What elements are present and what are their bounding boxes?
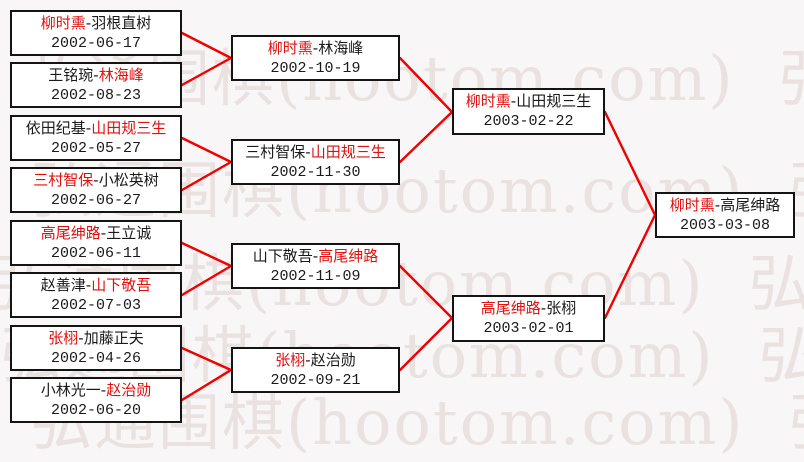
vs-separator: -	[540, 299, 547, 317]
vs-separator: -	[85, 276, 92, 294]
player-name: 柳时熏	[465, 92, 511, 110]
player-name: 王立诚	[106, 224, 152, 242]
player-name: 三村智保	[33, 171, 94, 189]
match-box-qf-1: 柳时熏-林海峰 2002-10-19	[231, 35, 400, 81]
vs-separator: -	[312, 39, 319, 57]
vs-separator: -	[714, 196, 721, 214]
match-date: 2002-08-23	[50, 87, 141, 104]
match-date: 2003-02-22	[483, 113, 574, 130]
player-name: 山田规三生	[516, 92, 592, 110]
match-box-r16-1: 柳时熏-羽根直树 2002-06-17	[10, 10, 182, 56]
match-box-r16-4: 三村智保-小松英树 2002-06-27	[10, 167, 182, 213]
player-name: 柳时熏	[40, 14, 86, 32]
match-players: 柳时熏-山田规三生	[454, 91, 603, 112]
player-name: 高尾绅路	[720, 196, 781, 214]
match-date: 2003-03-08	[679, 217, 770, 234]
match-box-sf-2: 高尾绅路-张栩 2003-02-01	[452, 295, 605, 342]
match-players: 王铭琬-林海峰	[12, 65, 180, 86]
player-name: 山下敬吾	[91, 276, 152, 294]
match-box-r16-7: 张栩-加藤正夫 2002-04-26	[10, 325, 182, 371]
match-box-final: 柳时熏-高尾绅路 2003-03-08	[655, 192, 795, 238]
player-name: 张栩	[275, 351, 306, 369]
match-players: 张栩-赵治勋	[233, 350, 398, 371]
match-date: 2002-06-20	[50, 402, 141, 419]
match-players: 三村智保-小松英树	[12, 170, 180, 191]
match-box-qf-4: 张栩-赵治勋 2002-09-21	[231, 347, 400, 393]
vs-separator: -	[100, 224, 107, 242]
player-name: 张栩	[48, 329, 79, 347]
player-name: 柳时熏	[267, 39, 313, 57]
match-players: 三村智保-山田规三生	[233, 142, 398, 163]
match-box-r16-5: 高尾绅路-王立诚 2002-06-11	[10, 220, 182, 266]
bracket-connector-lines	[180, 31, 657, 402]
match-players: 高尾绅路-张栩	[454, 298, 603, 319]
vs-separator: -	[78, 329, 84, 347]
player-name: 张栩	[546, 299, 577, 317]
match-players: 赵善津-山下敬吾	[12, 275, 180, 296]
vs-separator: -	[85, 14, 92, 32]
vs-separator: -	[93, 66, 99, 84]
player-name: 小林光一	[40, 381, 101, 399]
match-date: 2002-09-21	[270, 372, 361, 389]
match-players: 柳时熏-林海峰	[233, 38, 398, 59]
match-box-r16-3: 依田纪基-山田规三生 2002-05-27	[10, 115, 182, 161]
match-box-r16-6: 赵善津-山下敬吾 2002-07-03	[10, 272, 182, 318]
match-box-qf-3: 山下敬吾-高尾绅路 2002-11-09	[231, 243, 400, 289]
player-name: 高尾绅路	[480, 299, 541, 317]
match-box-qf-2: 三村智保-山田规三生 2002-11-30	[231, 139, 400, 185]
match-date: 2002-06-27	[50, 192, 141, 209]
match-box-r16-2: 王铭琬-林海峰 2002-08-23	[10, 62, 182, 108]
match-box-sf-1: 柳时熏-山田规三生 2003-02-22	[452, 88, 605, 135]
vs-separator: -	[100, 381, 107, 399]
match-players: 柳时熏-高尾绅路	[657, 195, 793, 216]
match-date: 2002-06-11	[50, 245, 141, 262]
player-name: 柳时熏	[669, 196, 715, 214]
vs-separator: -	[510, 92, 517, 110]
vs-separator: -	[305, 351, 311, 369]
player-name: 林海峰	[98, 66, 144, 84]
match-players: 柳时熏-羽根直树	[12, 13, 180, 34]
match-date: 2002-10-19	[270, 60, 361, 77]
player-name: 三村智保	[245, 143, 306, 161]
player-name: 山田规三生	[310, 143, 386, 161]
match-players: 高尾绅路-王立诚	[12, 223, 180, 244]
player-name: 加藤正夫	[83, 329, 144, 347]
vs-separator: -	[85, 119, 92, 137]
match-players: 张栩-加藤正夫	[12, 328, 180, 349]
player-name: 高尾绅路	[318, 247, 379, 265]
player-name: 山田规三生	[91, 119, 167, 137]
match-date: 2002-06-17	[50, 35, 141, 52]
player-name: 高尾绅路	[40, 224, 101, 242]
player-name: 小松英树	[98, 171, 159, 189]
player-name: 林海峰	[318, 39, 364, 57]
match-date: 2002-11-09	[270, 268, 361, 285]
player-name: 羽根直树	[91, 14, 152, 32]
player-name: 赵治勋	[106, 381, 152, 399]
player-name: 依田纪基	[25, 119, 86, 137]
match-players: 小林光一-赵治勋	[12, 380, 180, 401]
player-name: 赵善津	[40, 276, 86, 294]
match-date: 2002-07-03	[50, 297, 141, 314]
vs-separator: -	[305, 143, 311, 161]
match-date: 2002-04-26	[50, 350, 141, 367]
match-date: 2002-11-30	[270, 164, 361, 181]
vs-separator: -	[312, 247, 319, 265]
player-name: 王铭琬	[48, 66, 94, 84]
match-box-r16-8: 小林光一-赵治勋 2002-06-20	[10, 377, 182, 423]
vs-separator: -	[93, 171, 99, 189]
player-name: 赵治勋	[310, 351, 356, 369]
match-date: 2003-02-01	[483, 320, 574, 337]
match-players: 山下敬吾-高尾绅路	[233, 246, 398, 267]
match-date: 2002-05-27	[50, 140, 141, 157]
match-players: 依田纪基-山田规三生	[12, 118, 180, 139]
player-name: 山下敬吾	[252, 247, 313, 265]
